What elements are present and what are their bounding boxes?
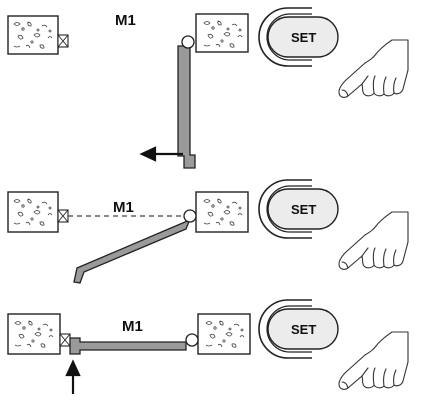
hand-pointer-icon: [338, 211, 409, 270]
set-button[interactable]: [267, 188, 339, 230]
right-post: [195, 13, 249, 53]
panel-3: M1 SET: [7, 299, 409, 394]
gate-leaf: [177, 35, 196, 169]
hinge-icon: [185, 333, 199, 347]
panel-2: M1 SET: [7, 179, 409, 284]
panel-1: M1 SET: [7, 7, 409, 169]
arrow-left-icon: [139, 146, 183, 162]
left-post: [7, 313, 71, 355]
set-button-label: SET: [291, 30, 316, 45]
left-post: [7, 15, 69, 55]
set-button[interactable]: [267, 16, 339, 58]
set-button-label: SET: [291, 202, 316, 217]
gate-leaf: [73, 209, 197, 284]
hand-pointer-icon: [338, 39, 409, 98]
set-control: SET: [258, 7, 409, 98]
motor-label: M1: [122, 318, 143, 335]
right-post: [195, 191, 249, 233]
gate-leaf: [69, 333, 199, 355]
left-post: [7, 191, 69, 233]
motor-label: M1: [113, 199, 134, 216]
hand-pointer-icon: [338, 331, 409, 390]
arrow-up-icon: [65, 359, 81, 394]
hinge-icon: [183, 209, 197, 223]
set-button-label: SET: [291, 322, 316, 337]
right-post: [197, 313, 251, 355]
set-control: SET: [258, 299, 409, 390]
set-control: SET: [258, 179, 409, 270]
set-button[interactable]: [267, 308, 339, 350]
motor-label: M1: [115, 12, 136, 29]
hinge-icon: [181, 35, 195, 49]
